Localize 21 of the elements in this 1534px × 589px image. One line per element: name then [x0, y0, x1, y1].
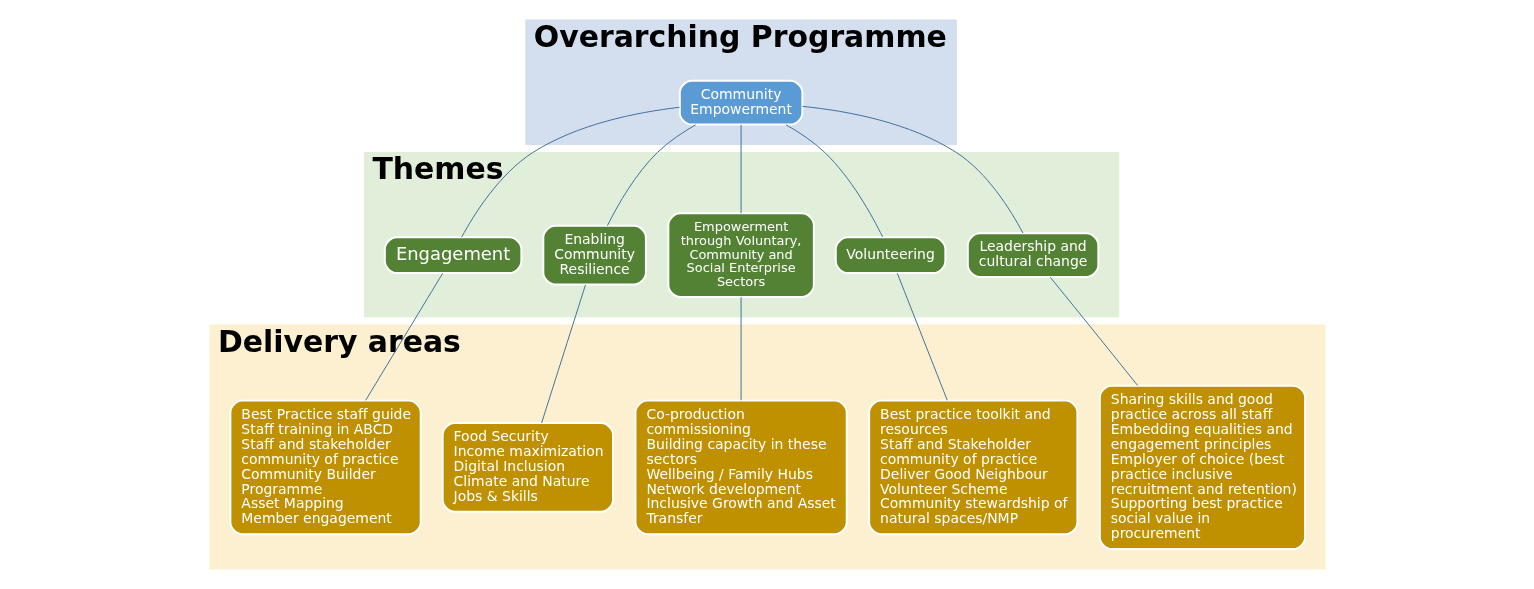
node-box: Volunteering [834, 236, 946, 275]
node-box: Sharing skills and good practice across all staff Embedding equalities and engagement principles Employer of choice (best practice inclusive recruitment and retention) Supporting best practice social value in procurement [1098, 384, 1306, 551]
connector [801, 105, 1023, 234]
node-box: Engagement [383, 236, 522, 275]
connector [364, 272, 443, 401]
node-box: Co-production commissioning Building capacity in these sectors Wellbeing / Family Hubs Network development Inclusive Growth and Asset Transfer [633, 399, 848, 536]
node-box: Empowerment through Voluntary, Community and Social Enterprise Sectors [666, 212, 815, 298]
connector [1049, 276, 1138, 386]
connector [740, 296, 742, 401]
connector [784, 124, 883, 238]
connector [740, 124, 742, 214]
node-box: Community Empowerment [678, 79, 803, 126]
connector [460, 106, 680, 238]
node-box: Enabling Community Resilience [541, 224, 647, 286]
node-box: Best Practice staff guide Staff training in ABCD Staff and stakeholder community of practice Community Builder Programme Asset Mapping Member engagement [228, 399, 422, 536]
node-box: Leadership and cultural change [966, 232, 1099, 279]
node-box: Best practice toolkit and resources Staff and Stakeholder community of practice Deliver Good Neighbour Volunteer Scheme Community stewardship of natural spaces/NMP [867, 399, 1078, 536]
connector [896, 272, 948, 401]
connector [606, 124, 696, 227]
node-box: Food Security Income maximization Digital Inclusion Climate and Nature Jobs & Skills [441, 422, 614, 513]
connector [540, 284, 586, 424]
